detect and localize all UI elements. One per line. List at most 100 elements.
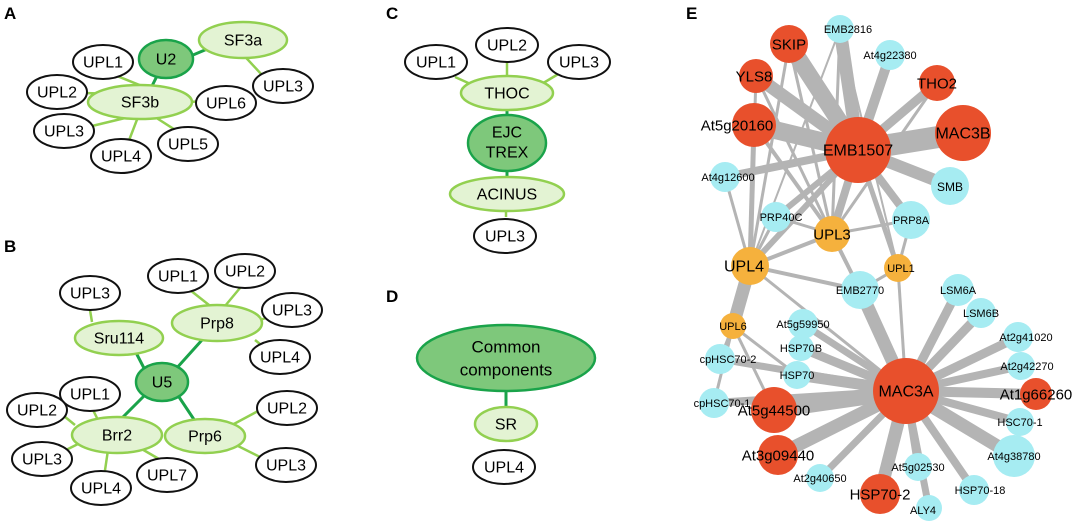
node-prp8-label: Prp8 bbox=[200, 316, 234, 333]
node-sf3b-label: SF3b bbox=[121, 95, 159, 112]
edge-prp8-upl1 bbox=[189, 289, 210, 306]
node-b-upl1-prp8: UPL1 bbox=[147, 258, 209, 294]
net-node-upl4 bbox=[731, 247, 769, 285]
node-ejc-trex-shape bbox=[466, 113, 548, 173]
node-c-upl1: UPL1 bbox=[404, 44, 468, 80]
net-node-at5g59950 bbox=[788, 309, 818, 339]
panel-label-e: E bbox=[686, 4, 697, 23]
net-node-hsp70-label: HSP70 bbox=[780, 370, 815, 382]
node-a-upl2-label: UPL2 bbox=[37, 85, 77, 102]
net-node-skip bbox=[770, 25, 808, 63]
node-c-upl1-shape bbox=[404, 44, 468, 80]
node-a-upl1-label: UPL1 bbox=[83, 55, 123, 72]
net-node-hsp70 bbox=[783, 361, 811, 389]
node-b-upl1-prp8-label: UPL1 bbox=[158, 269, 198, 286]
net-node-cphsc70_2-label: cpHSC70-2 bbox=[700, 354, 757, 366]
node-a-upl3-sf3a-shape bbox=[252, 68, 314, 104]
edge-upl4-skip bbox=[748, 43, 791, 267]
net-node-at4g38780-label: At4g38780 bbox=[987, 451, 1040, 463]
net-node-at5g44500 bbox=[751, 387, 797, 433]
node-b-upl1-brr2-label: UPL1 bbox=[70, 387, 110, 404]
node-c-upl3-top-shape bbox=[547, 44, 611, 80]
node-b-upl2-brr2-label: UPL2 bbox=[17, 403, 57, 420]
node-a-upl1: UPL1 bbox=[72, 44, 134, 80]
node-common-components: Common components bbox=[415, 323, 597, 393]
net-node-lsm6a-label: LSM6A bbox=[940, 285, 977, 297]
edge-u5-prp8 bbox=[173, 338, 204, 372]
node-sr-shape bbox=[473, 405, 539, 443]
node-sru114: Sru114 bbox=[73, 319, 165, 357]
node-b-upl2-prp6-label: UPL2 bbox=[267, 401, 307, 418]
node-c-upl2-label: UPL2 bbox=[487, 38, 527, 55]
node-b-upl2-prp8-label: UPL2 bbox=[225, 264, 265, 281]
net-node-mac3b-label: MAC3B bbox=[935, 126, 990, 143]
net-node-cphsc70_2 bbox=[705, 344, 735, 374]
panel-label-b: B bbox=[4, 237, 16, 256]
node-b-upl3-prp6-shape bbox=[255, 447, 317, 483]
node-acinus: ACINUS bbox=[448, 175, 566, 213]
net-node-at5g44500-label: At5g44500 bbox=[738, 403, 811, 420]
node-a-upl4-shape bbox=[90, 138, 152, 174]
node-b-upl2-prp8-shape bbox=[214, 253, 276, 289]
net-node-at5g20160 bbox=[732, 103, 776, 147]
net-node-at5g02530 bbox=[904, 453, 932, 481]
node-brr2-label: Brr2 bbox=[102, 428, 132, 445]
net-node-smb bbox=[931, 167, 969, 205]
node-u5: U5 bbox=[134, 361, 190, 403]
net-node-skip-label: SKIP bbox=[772, 37, 806, 54]
node-c-upl2: UPL2 bbox=[475, 27, 539, 63]
net-node-smb-label: SMB bbox=[937, 180, 963, 194]
net-node-aly4 bbox=[916, 495, 942, 521]
node-a-upl2: UPL2 bbox=[26, 74, 88, 110]
node-b-upl4-prp8-label: UPL4 bbox=[260, 350, 300, 367]
net-node-lsm6a bbox=[942, 274, 974, 306]
net-node-yls8-label: YLS8 bbox=[736, 69, 773, 86]
net-node-at4g38780 bbox=[993, 435, 1035, 477]
net-node-mac3b bbox=[935, 105, 991, 161]
panel-d: D Common components SR UPL4 bbox=[386, 287, 597, 485]
net-node-emb2816 bbox=[826, 15, 854, 43]
panel-label-c: C bbox=[386, 4, 398, 23]
node-c-upl3-bottom: UPL3 bbox=[473, 218, 537, 254]
node-a-upl3-shape bbox=[33, 113, 95, 149]
node-a-upl6-label: UPL6 bbox=[206, 96, 246, 113]
net-node-at4g22380-label: At4g22380 bbox=[863, 50, 916, 62]
node-b-upl3-brr2: UPL3 bbox=[11, 441, 73, 477]
net-node-emb2770 bbox=[841, 271, 879, 309]
net-node-hsc70_1-label: HSC70-1 bbox=[997, 417, 1042, 429]
node-sf3b-shape bbox=[86, 83, 194, 121]
node-a-upl3-sf3a: UPL3 bbox=[252, 68, 314, 104]
net-node-hsp70_18-label: HSP70-18 bbox=[955, 485, 1006, 497]
node-u2-shape bbox=[137, 38, 195, 80]
net-node-tho2 bbox=[919, 65, 955, 101]
node-d-upl4-shape bbox=[472, 449, 536, 485]
net-node-hsp70b bbox=[788, 335, 814, 361]
node-b-upl1-prp8-shape bbox=[147, 258, 209, 294]
node-b-upl1-brr2-shape bbox=[59, 376, 121, 412]
node-a-upl4: UPL4 bbox=[90, 138, 152, 174]
net-node-at1g66260-label: At1g66260 bbox=[1000, 387, 1073, 404]
node-b-upl4-brr2: UPL4 bbox=[70, 470, 132, 506]
node-u5-shape bbox=[134, 361, 190, 403]
node-prp6-shape bbox=[163, 417, 247, 455]
node-b-upl2-brr2-shape bbox=[6, 392, 68, 428]
node-c-upl3-top-label: UPL3 bbox=[559, 55, 599, 72]
net-node-at2g41020-label: At2g41020 bbox=[999, 332, 1052, 344]
net-node-prp8a bbox=[892, 201, 930, 239]
net-node-at3g09440 bbox=[758, 435, 798, 475]
node-a-upl3: UPL3 bbox=[33, 113, 95, 149]
panel-c: C UPL1 UPL2 UPL3 THOC EJC TREX bbox=[386, 4, 611, 254]
node-ejc-trex-label-line1: EJC bbox=[492, 125, 522, 142]
node-a-upl5-shape bbox=[157, 126, 219, 162]
edge-sru114-upl3 bbox=[88, 309, 94, 323]
edge-u5-prp6 bbox=[175, 393, 197, 422]
node-c-upl3-bottom-label: UPL3 bbox=[485, 229, 525, 246]
node-b-upl3-sru114-shape bbox=[59, 275, 121, 311]
node-sr-label: SR bbox=[495, 417, 517, 434]
net-node-lsm6b bbox=[966, 298, 996, 328]
edge-mac3a-upl4 bbox=[749, 264, 907, 393]
node-u2: U2 bbox=[137, 38, 195, 80]
panel-label-a: A bbox=[4, 4, 16, 23]
